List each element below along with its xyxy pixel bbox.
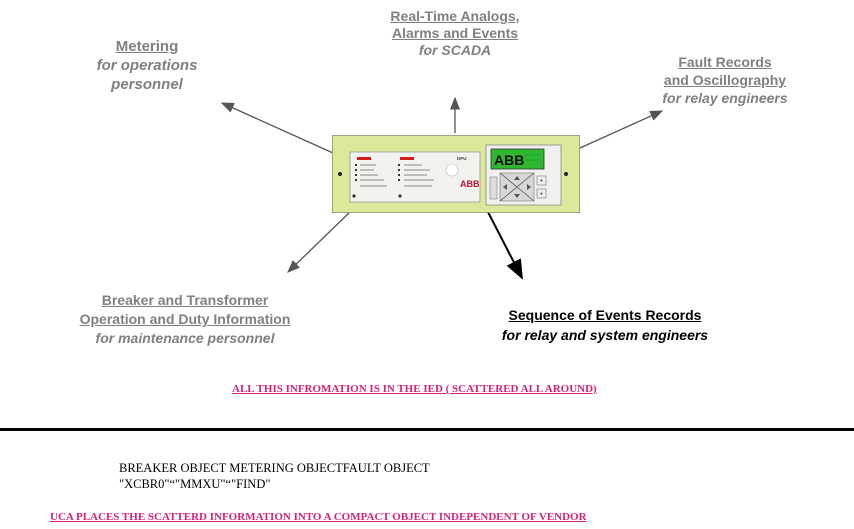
breaker-sub: for maintenance personnel bbox=[95, 330, 275, 346]
ied-scattered-note: ALL THIS INFROMATION IS IN THE IED ( SCA… bbox=[232, 383, 597, 395]
ied-relay-panel: DPU ABB ABB bbox=[332, 135, 580, 213]
soe-sub: for relay and system engineers bbox=[501, 327, 709, 343]
abb-logo: ABB bbox=[460, 179, 480, 189]
breaker-title2: Operation and Duty Information bbox=[79, 311, 291, 327]
scada-sub: for SCADA bbox=[418, 42, 492, 58]
device-model: DPU bbox=[457, 156, 467, 161]
divider-line bbox=[0, 428, 854, 431]
scada-title2: Alarms and Events bbox=[391, 25, 519, 41]
metering-sub2: personnel bbox=[111, 76, 183, 93]
metering-title: Metering bbox=[115, 38, 179, 55]
soe-label: Sequence of Events Records for relay and… bbox=[455, 305, 755, 345]
objects-line1: BREAKER OBJECT METERING OBJECTFAULT OBJE… bbox=[119, 461, 430, 475]
screen-abb-logo: ABB bbox=[494, 152, 524, 168]
objects-line2: "XCBR0"“"MMXU"“"FIND" bbox=[119, 477, 271, 491]
scada-title1: Real-Time Analogs, bbox=[390, 8, 520, 24]
fault-title1: Fault Records bbox=[678, 54, 772, 70]
metering-sub1: for operations bbox=[96, 57, 198, 74]
scada-label: Real-Time Analogs, Alarms and Events for… bbox=[335, 8, 575, 59]
fault-label: Fault Records and Oscillography for rela… bbox=[615, 53, 835, 107]
arrow-to-metering bbox=[220, 102, 334, 154]
arrow-to-soe bbox=[487, 211, 523, 280]
soe-title: Sequence of Events Records bbox=[508, 307, 702, 323]
metering-label: Metering for operations personnel bbox=[62, 37, 232, 94]
fault-sub: for relay engineers bbox=[662, 90, 788, 106]
arrow-to-breaker bbox=[287, 211, 351, 273]
breaker-label: Breaker and Transformer Operation and Du… bbox=[35, 291, 335, 348]
arrow-to-fault bbox=[579, 110, 664, 149]
uca-note: UCA PLACES THE SCATTERD INFORMATION INTO… bbox=[50, 511, 587, 523]
fault-title2: and Oscillography bbox=[663, 72, 787, 88]
breaker-title1: Breaker and Transformer bbox=[101, 292, 269, 308]
